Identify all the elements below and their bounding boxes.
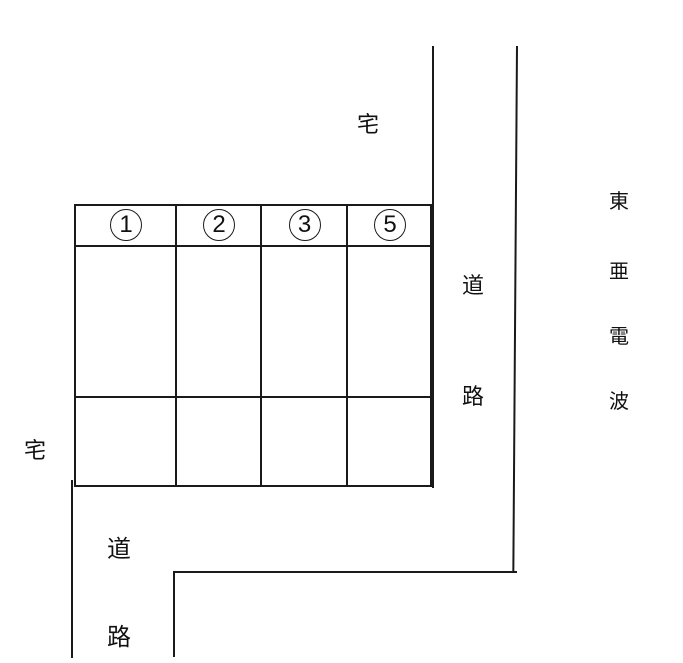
toa-denpa-label-3: 電 bbox=[609, 324, 629, 348]
east-road-label-1: 道 bbox=[462, 274, 485, 299]
parking-space-5: 5 bbox=[348, 204, 432, 246]
east-road-left-boundary bbox=[432, 46, 434, 488]
grid-row-divider bbox=[74, 396, 432, 398]
parking-number-circle: 3 bbox=[288, 209, 321, 241]
parking-number-circle: 5 bbox=[374, 209, 406, 241]
residence-label-left: 宅 bbox=[24, 439, 47, 464]
east-road-right-boundary bbox=[512, 46, 518, 573]
east-road-label-2: 路 bbox=[462, 385, 485, 410]
parking-grid bbox=[74, 204, 432, 487]
grid-column-divider-2 bbox=[260, 204, 262, 487]
toa-denpa-label-2: 亜 bbox=[609, 259, 629, 283]
south-road-label-2: 路 bbox=[107, 623, 131, 651]
toa-denpa-label-1: 東 bbox=[609, 189, 629, 213]
parking-number-circle: 2 bbox=[203, 209, 235, 241]
south-road-top-boundary bbox=[174, 571, 517, 573]
parking-space-1: 1 bbox=[76, 204, 176, 246]
south-road-left-boundary bbox=[71, 480, 73, 658]
grid-header-divider bbox=[74, 245, 432, 247]
parking-space-2: 2 bbox=[177, 204, 261, 246]
toa-denpa-label-4: 波 bbox=[609, 389, 629, 413]
grid-column-divider-3 bbox=[346, 204, 348, 487]
parking-number-circle: 1 bbox=[110, 209, 142, 241]
grid-column-divider-1 bbox=[175, 204, 177, 487]
south-road-label-1: 道 bbox=[107, 535, 131, 563]
parking-space-3: 3 bbox=[262, 204, 347, 246]
south-road-right-boundary bbox=[173, 571, 175, 657]
residence-label-top: 宅 bbox=[357, 113, 380, 138]
